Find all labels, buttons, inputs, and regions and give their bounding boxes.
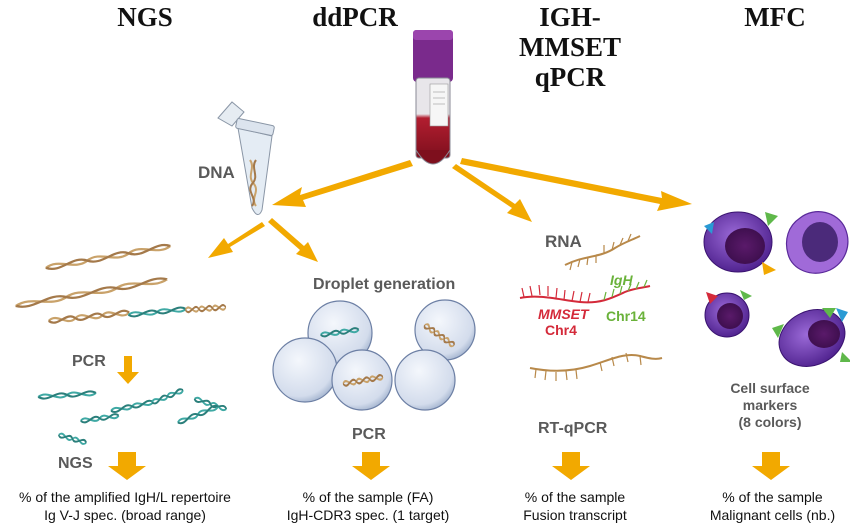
down-arrow-icon: [117, 356, 139, 384]
down-arrow-icon: [752, 452, 790, 480]
caption-mfc: % of the sample Malignant cells (nb.): [700, 488, 845, 524]
arrows: [108, 158, 790, 480]
cell-icon: [704, 290, 752, 338]
caption-ngs-line1: % of the amplified IgH/L repertoire: [19, 489, 231, 505]
label-cell-surface-markers: Cell surface markers (8 colors): [715, 380, 825, 431]
caption-qpcr-line2: Fusion transcript: [523, 507, 627, 523]
arrow-to-droplet: [268, 218, 318, 262]
label-cell-surface-3: (8 colors): [738, 414, 802, 430]
label-cell-surface-1: Cell surface: [730, 380, 810, 396]
header-igh-mmset: IGH-MMSET qPCR: [490, 2, 650, 92]
label-droplet-generation: Droplet generation: [313, 276, 456, 293]
down-arrow-icon: [108, 452, 146, 480]
genomic-dna-strands: [13, 242, 228, 325]
label-cell-surface-2: markers: [742, 397, 798, 413]
label-mmset-gene: MMSET: [538, 306, 589, 322]
caption-qpcr: % of the sample Fusion transcript: [500, 488, 650, 524]
cell-icon: [785, 211, 849, 274]
cells: [703, 211, 850, 367]
header-ddpcr: ddPCR: [312, 2, 398, 32]
label-pcr-left: PCR: [72, 353, 106, 370]
caption-mfc-line2: Malignant cells (nb.): [709, 507, 836, 523]
header-ngs: NGS: [117, 2, 173, 32]
label-pcr-mid: PCR: [352, 426, 386, 443]
droplet-icon: [394, 349, 456, 411]
label-rt-qpcr: RT-qPCR: [538, 420, 608, 437]
header-igh-line1: IGH-MMSET: [518, 2, 621, 62]
down-arrow-icon: [552, 452, 590, 480]
droplet-icon: [272, 337, 338, 403]
label-chr14: Chr14: [606, 308, 646, 324]
arrow-to-mfc: [460, 158, 692, 211]
arrow-to-rna: [452, 164, 532, 222]
label-dna: DNA: [198, 163, 235, 182]
header-igh-line2: qPCR: [534, 62, 606, 92]
label-rna: RNA: [545, 232, 582, 251]
caption-ddpcr-line1: % of the sample (FA): [302, 489, 434, 505]
cell-icon: [703, 211, 778, 275]
header-mfc: MFC: [744, 2, 806, 32]
blood-tube-icon: [413, 30, 453, 165]
caption-ddpcr: % of the sample (FA) IgH-CDR3 spec. (1 t…: [268, 488, 468, 524]
caption-mfc-line1: % of the sample: [722, 489, 823, 505]
microtube-icon: [217, 101, 275, 215]
caption-ngs-line2: Ig V-J spec. (broad range): [44, 507, 206, 523]
caption-qpcr-line1: % of the sample: [524, 489, 626, 505]
caption-ddpcr-line2: IgH-CDR3 spec. (1 target): [286, 507, 450, 523]
label-chr4: Chr4: [545, 322, 577, 338]
down-arrow-icon: [352, 452, 390, 480]
amplified-fragments: [37, 387, 229, 446]
arrow-to-dna: [272, 160, 413, 207]
label-igh-gene: IgH: [610, 272, 633, 288]
label-ngs-step: NGS: [58, 455, 93, 472]
cell-icon: [772, 308, 850, 367]
droplets: [272, 299, 476, 411]
rna-strands: [519, 233, 663, 381]
arrow-to-strands: [208, 222, 265, 258]
caption-ngs: % of the amplified IgH/L repertoire Ig V…: [0, 488, 250, 524]
